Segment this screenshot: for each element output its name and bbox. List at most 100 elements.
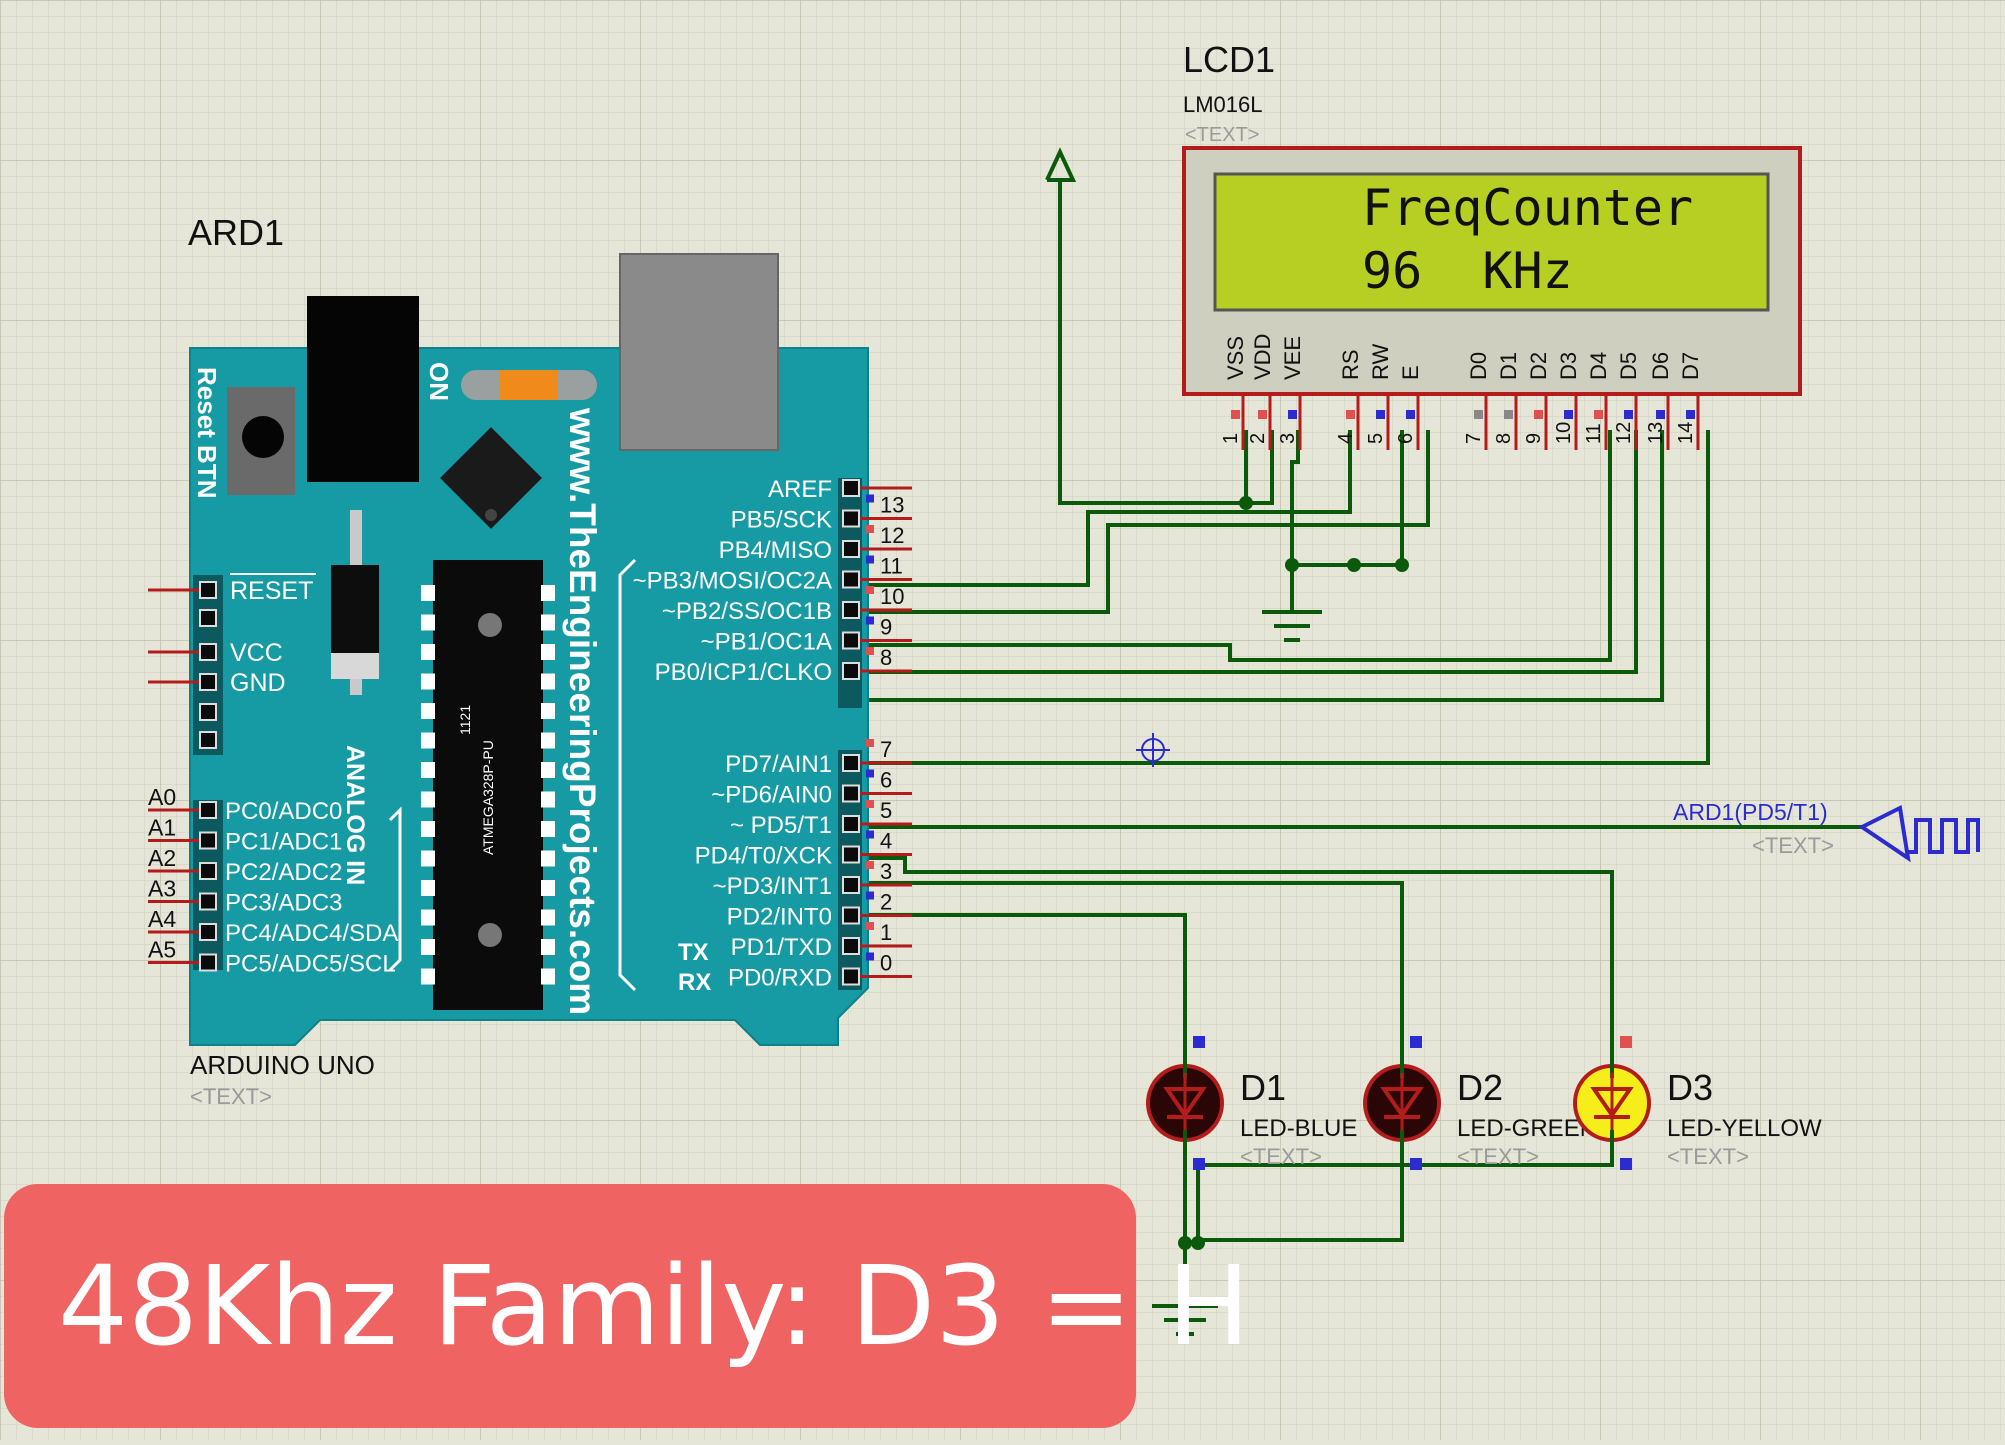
- arduino-text-placeholder: <TEXT>: [190, 1084, 272, 1109]
- lcd-pin-number: 1: [1220, 433, 1242, 444]
- digital-pin-name: ~PB3/MOSI/OC2A: [633, 568, 832, 595]
- lcd-pin-name: D5: [1616, 352, 1641, 380]
- arduino-uno-component[interactable]: ARD1 Reset BTN ON 1121 ATMEGA328P-PU www: [148, 212, 912, 1109]
- wire-d7[interactable]: [852, 430, 1710, 765]
- wire-pd4-d3[interactable]: [852, 856, 1614, 1055]
- digital-pin-name: PB4/MISO: [719, 537, 832, 564]
- lcd-pin-number: 2: [1247, 433, 1269, 444]
- digital-pin-name: ~ PD5/T1: [730, 812, 832, 839]
- lcd-line-2: 96 KHz: [1362, 242, 1573, 300]
- digital-pin-number: 5: [880, 798, 892, 823]
- lcd-pin-number: 7: [1463, 433, 1485, 444]
- analog-pin-name: PC2/ADC2: [225, 859, 342, 886]
- lcd-pin-number: 5: [1365, 433, 1387, 444]
- led-ref-label: D3: [1667, 1067, 1713, 1108]
- crosshair-cursor-icon: [1136, 733, 1170, 767]
- digital-pin-number: 13: [880, 493, 904, 518]
- wire-d4[interactable]: [852, 430, 1612, 662]
- wire-vdd-arrow[interactable]: [1058, 180, 1274, 505]
- lcd-pin-number: 13: [1645, 422, 1667, 444]
- lcd-pin-name: VSS: [1223, 336, 1248, 380]
- ground-symbol-leds[interactable]: [1152, 1300, 1218, 1336]
- dc-jack: [307, 296, 419, 482]
- wire-rs[interactable]: [852, 430, 1352, 587]
- arduino-analog-pins: A0PC0/ADC0A1PC1/ADC1A2PC2/ADC2A3PC3/ADC3…: [148, 784, 398, 978]
- digital-pin-number: 3: [880, 859, 892, 884]
- junctions: [1178, 496, 1409, 1250]
- ground-symbol-lcd[interactable]: [1262, 610, 1322, 642]
- lcd-pin-number: 4: [1335, 433, 1357, 444]
- digital-pin-name: ~PD3/INT1: [713, 873, 832, 900]
- digital-pin-name: PB5/SCK: [731, 507, 832, 534]
- wire-d3-gnd[interactable]: [1196, 1150, 1614, 1242]
- lcd-pin-name: VDD: [1250, 334, 1275, 380]
- lcd-pin-name: RW: [1368, 344, 1393, 380]
- analog-pin-a0: A0: [148, 784, 176, 810]
- caption-text: 48Khz Family: D3 = H: [58, 1242, 1251, 1370]
- reset-button-knob[interactable]: [242, 416, 284, 458]
- digital-pin-name: PD0/RXD: [728, 965, 832, 992]
- digital-pin-number: 8: [880, 645, 892, 670]
- caption-banner: 48Khz Family: D3 = H: [4, 1184, 1250, 1428]
- lcd-pin-name: VEE: [1280, 336, 1305, 380]
- lcd-pin-name: RS: [1338, 349, 1363, 380]
- lcd-pin-number: 11: [1583, 423, 1605, 444]
- wire-e[interactable]: [852, 430, 1430, 614]
- lcd-pin-name: D4: [1586, 352, 1611, 380]
- usb-connector: [619, 253, 779, 451]
- lcd-screen: [1213, 172, 1770, 312]
- led-text-placeholder: <TEXT>: [1457, 1144, 1539, 1169]
- arduino-digital-pins: AREFPB5/SCK13PB4/MISO12~PB3/MOSI/OC2A11~…: [633, 476, 912, 992]
- wire-vee-gnd[interactable]: [1290, 430, 1300, 612]
- arduino-model-label: ARDUINO UNO: [190, 1050, 375, 1080]
- lcd-model-label: LM016L: [1183, 92, 1263, 117]
- signal-text-placeholder: <TEXT>: [1752, 833, 1834, 858]
- wire-d2-gnd[interactable]: [1200, 1150, 1404, 1242]
- square-wave-icon: [1906, 818, 1980, 854]
- lcd-pins: VSS1VDD2VEE3RS4RW5E6D07D18D29D310D411D51…: [1220, 334, 1703, 450]
- wire-pd3-d2[interactable]: [852, 881, 1404, 1055]
- wire-d6[interactable]: [852, 430, 1664, 702]
- lcd-pin-name: D1: [1496, 352, 1521, 380]
- digital-pin-number: 6: [880, 768, 892, 793]
- lcd-pin-number: 14: [1675, 422, 1697, 444]
- analog-pin-a2: A2: [148, 845, 176, 871]
- digital-pin-name: ~PB1/OC1A: [701, 629, 832, 656]
- website-label: www.TheEngineeringProjects.com: [562, 407, 603, 1015]
- wire-pd2-d1[interactable]: [852, 913, 1187, 1055]
- lcd-line-1: FreqCounter: [1362, 179, 1693, 237]
- lcd-pin-number: 12: [1613, 422, 1635, 444]
- digital-pin-number: 1: [880, 920, 892, 945]
- digital-pin-number: 7: [880, 737, 892, 762]
- power-terminal-arrow[interactable]: [1045, 147, 1077, 182]
- digital-pin-number: 0: [880, 951, 892, 976]
- rx-label: RX: [678, 969, 711, 996]
- digital-pin-name: PD2/INT0: [727, 904, 832, 931]
- led-model-label: LED-BLUE: [1240, 1115, 1357, 1142]
- digital-pin-number: 9: [880, 615, 892, 640]
- arduino-ref-label: ARD1: [188, 212, 284, 253]
- lcd-ref-label: LCD1: [1183, 39, 1275, 80]
- lcd-component[interactable]: LCD1 LM016L <TEXT> FreqCounter 96 KHz VS…: [1182, 39, 1802, 450]
- pin-label-reset: RESET: [230, 577, 313, 605]
- pin-label-gnd: GND: [230, 669, 286, 697]
- signal-generator-component[interactable]: ARD1(PD5/T1) <TEXT>: [1673, 799, 1980, 863]
- lcd-pin-number: 9: [1523, 433, 1545, 444]
- atmega-chip-pins: [421, 585, 555, 985]
- analog-in-label: ANALOG IN: [341, 745, 369, 885]
- analog-pin-name: PC4/ADC4/SDA: [225, 920, 398, 947]
- signal-label: ARD1(PD5/T1): [1673, 799, 1828, 825]
- tx-label: TX: [678, 939, 709, 966]
- led-model-label: LED-YELLOW: [1667, 1115, 1822, 1142]
- regulator-body: [331, 565, 379, 653]
- lcd-pin-number: 10: [1553, 422, 1575, 444]
- led-ref-label: D1: [1240, 1067, 1286, 1108]
- wire-d5[interactable]: [852, 430, 1638, 674]
- analog-pin-name: PC5/ADC5/SCL: [225, 951, 396, 978]
- digital-pin-number: 4: [880, 829, 892, 854]
